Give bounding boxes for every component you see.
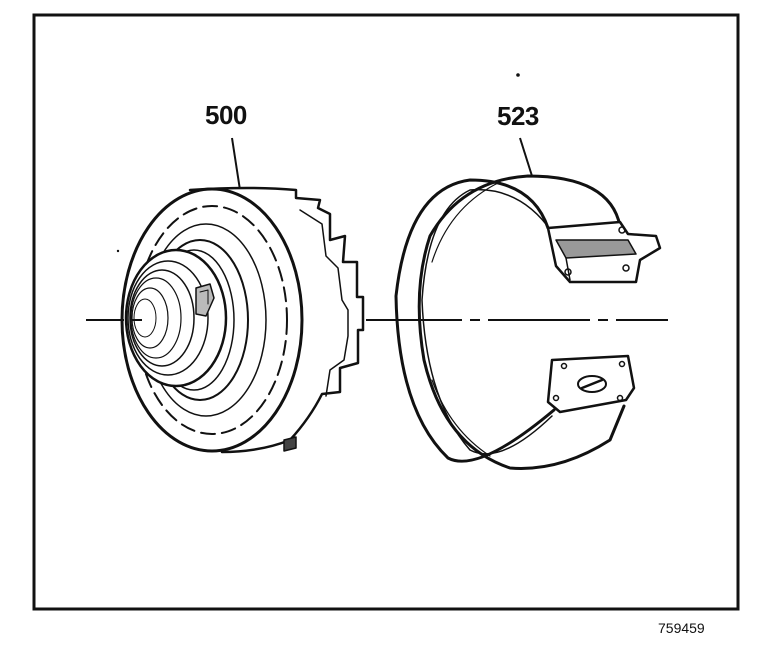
rivet <box>560 362 568 370</box>
drum-side-inner <box>299 209 349 397</box>
band-lining-line <box>421 188 553 455</box>
part-number-523-label: 523 <box>497 101 539 131</box>
hub-seal-detail <box>199 289 209 305</box>
hub-ring <box>130 277 182 359</box>
figure-id-label: 759459 <box>658 620 705 636</box>
brake-band-icon <box>394 174 662 470</box>
apply-pin-slot <box>580 378 604 390</box>
rivet <box>564 268 572 276</box>
hub-bore <box>131 287 169 349</box>
band-lining-line <box>431 181 501 263</box>
rivet <box>618 360 626 368</box>
band-upper-bracket-face <box>555 239 637 259</box>
speck-mark <box>516 73 520 77</box>
rivet <box>616 394 624 402</box>
leader-line-500 <box>231 137 241 191</box>
part-number-500-label: 500 <box>205 100 247 130</box>
drum-bottom-tab <box>283 436 297 452</box>
hub-bore <box>133 298 157 338</box>
diagram-frame <box>32 13 740 611</box>
speck-mark <box>116 249 120 253</box>
rivet <box>618 226 626 234</box>
band-lining-line <box>431 379 491 457</box>
leader-line-523 <box>519 137 533 177</box>
band-inner-edge <box>417 174 626 470</box>
rivet <box>552 394 560 402</box>
hub-outer-ring <box>124 248 228 388</box>
hub-ring <box>129 269 195 367</box>
clutch-drum-assembly-icon <box>120 186 365 454</box>
hub-ring <box>127 260 209 376</box>
rivet <box>622 264 630 272</box>
